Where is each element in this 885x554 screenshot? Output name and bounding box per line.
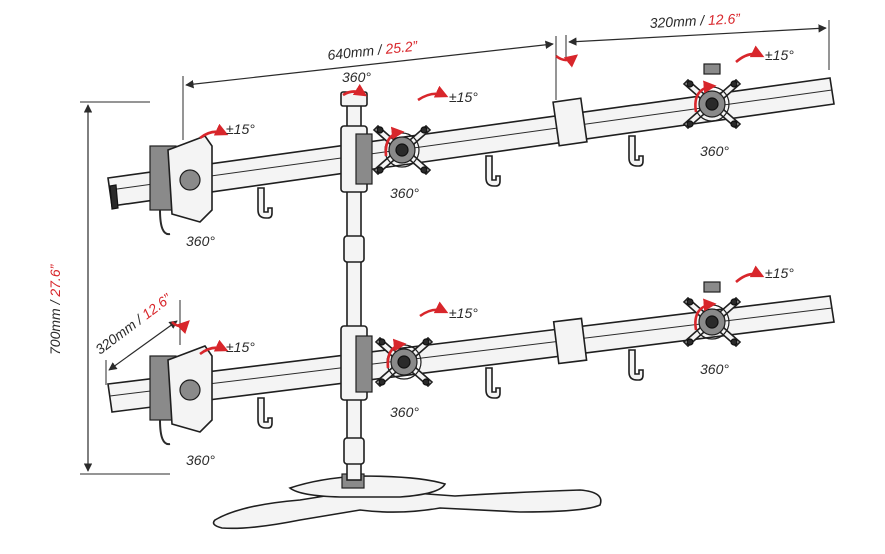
tilt-arrow-upper-left <box>199 123 229 140</box>
vesa-plate-upper-center <box>373 125 431 175</box>
rotation-label-lower-center: 360° <box>390 404 419 420</box>
tilt-arrow-lower-center <box>419 301 449 318</box>
dimension-height-label: 700mm / 27.6” <box>47 263 63 355</box>
swivel-arrow-lower-joint <box>171 320 190 334</box>
vesa-plate-upper-right <box>683 63 741 129</box>
vesa-plate-upper-left <box>149 135 213 236</box>
tilt-arrow-lower-left <box>199 339 229 356</box>
tilt-label-lower-right: ±15° <box>765 265 794 281</box>
pole-rotation-label: 360° <box>342 69 371 85</box>
dimension-height: 700mm / 27.6” <box>47 101 170 475</box>
vesa-plate-lower-left <box>149 345 213 446</box>
tilt-arrow-upper-center <box>417 85 449 102</box>
rotation-label-lower-left: 360° <box>186 452 215 468</box>
tilt-arrow-upper-right <box>735 45 765 63</box>
dimension-top-span-label: 640mm / 25.2” <box>327 37 420 62</box>
swivel-arrow-upper-joint <box>555 54 579 68</box>
dimension-top-right: 320mm / 12.6” <box>565 10 830 70</box>
dimension-top-right-label: 320mm / 12.6” <box>649 10 741 31</box>
vesa-plate-lower-center <box>375 337 433 387</box>
tilt-arrow-lower-right <box>735 265 765 283</box>
dimension-left-arm-label: 320mm / 12.6” <box>92 289 175 357</box>
tilt-label-lower-left: ±15° <box>226 339 255 355</box>
tilt-label-upper-right: ±15° <box>765 47 794 63</box>
vesa-plate-lower-right <box>683 281 741 347</box>
lower-crossbar <box>107 295 835 429</box>
tilt-label-upper-center: ±15° <box>449 89 478 105</box>
dimension-top-span: 640mm / 25.2” <box>182 36 557 140</box>
tilt-label-upper-left: ±15° <box>226 121 255 137</box>
rotation-label-upper-right: 360° <box>700 143 729 159</box>
rotation-label-upper-center: 360° <box>390 185 419 201</box>
pole-clamp-lower <box>340 325 373 401</box>
tilt-label-lower-center: ±15° <box>449 305 478 321</box>
pole-rotation-arrow <box>342 83 368 97</box>
rotation-label-upper-left: 360° <box>186 233 215 249</box>
rotation-label-lower-right: 360° <box>700 361 729 377</box>
pole-clamp-upper <box>340 125 373 193</box>
stand-base <box>212 473 602 530</box>
